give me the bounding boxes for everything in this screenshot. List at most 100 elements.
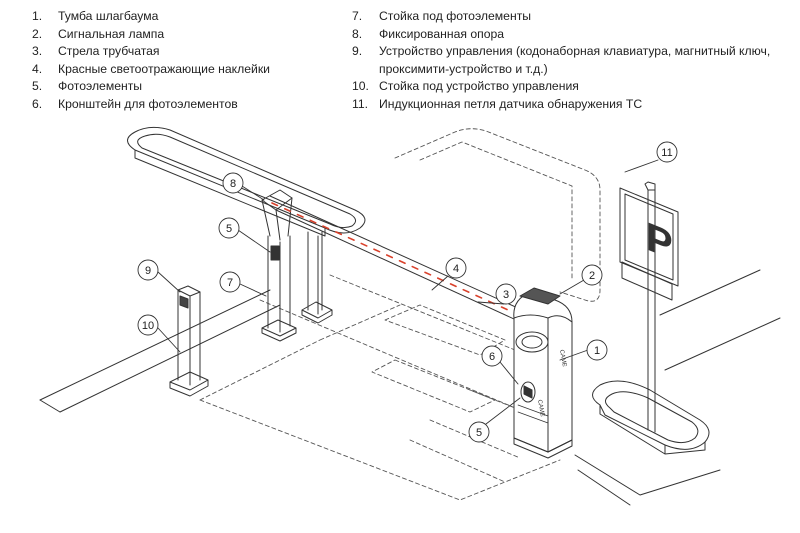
callout-circle-7 [219,271,241,293]
legend-item-8: 8.Фиксированная опора [352,26,505,41]
post-8-base [301,301,333,324]
curb-island [127,126,366,237]
callout-label-5-right: 5 [476,427,482,439]
sign-plate-outer [619,187,679,287]
leader-8 [241,185,265,201]
sign-subplate [621,261,673,301]
legend-item-4: 4.Красные светоотражающие наклейки [32,61,270,76]
sign-pole [647,189,656,433]
legend-right-column: 7.Стойка под фотоэлементы 8.Фиксированна… [352,8,792,114]
callout-circle-5-right [468,421,490,443]
leader-4 [431,275,449,291]
photocell-5-lens [523,385,533,399]
road-edge-left-2 [59,304,281,413]
callout-circle-4 [445,257,467,279]
barrier-cabinet: CAME CAME [513,287,573,459]
callout-label-1: 1 [594,345,600,357]
callout-circle-11 [656,141,678,163]
legend-left-column: 1.Тумба шлагбаума 2.Сигнальная лампа 3.С… [32,8,332,114]
callout-circle-2 [581,264,603,286]
curb-top [127,126,366,234]
curb-inner [137,133,356,229]
cabinet-base [513,437,573,459]
callout-label-11: 11 [661,147,672,159]
boom-hub [515,331,549,353]
leader-5-left [237,229,271,253]
callout-circle-9 [137,259,159,281]
callout-label-7: 7 [227,277,233,289]
leader-3 [477,301,505,305]
legend-item-9: 9.Устройство управления (кодонаборная кл… [352,44,771,76]
brand-label-top: CAME [558,349,567,367]
ground-details [409,389,526,483]
road-edges [39,269,781,506]
leader-6 [499,361,519,385]
callout-circle-8 [222,172,244,194]
fork-arms [261,197,293,241]
boom-hub-inner [521,335,543,349]
callout-circle-5-left [218,217,240,239]
sign-island-top [592,380,710,450]
legend-item-10: 10.Стойка под устройство управления [352,79,579,94]
callout-label-10: 10 [142,320,154,332]
road-edge-cap [39,399,61,413]
callout-circle-10 [137,314,159,336]
parking-sign: P [619,181,679,433]
sign-island-inner [605,391,699,444]
callout-label-3: 3 [503,289,509,301]
bracket-6 [517,404,549,424]
post-7-base [261,319,297,342]
callout-circle-1 [586,339,608,361]
callout-label-2: 2 [589,270,595,282]
legend-item-6: 6.Кронштейн для фотоэлементов [32,96,238,111]
loop-front [371,359,496,413]
control-post-base [169,371,209,397]
callout-label-9: 9 [145,265,151,277]
road-edge-left [39,289,271,401]
legend-item-1: 1.Тумба шлагбаума [32,9,159,23]
leader-10 [157,327,181,353]
reflector-stickers-4 [271,202,540,325]
loop-inner [419,141,573,281]
lane-outline [199,304,561,501]
sign-pole-cap [644,181,656,191]
legend-item-5: 5.Фотоэлементы [32,79,143,94]
legend-item-7: 7.Стойка под фотоэлементы [352,9,532,23]
leader-9 [157,271,181,293]
leader-2 [559,279,585,295]
callouts: 1 2 3 4 5 6 7 8 9 10 [137,141,678,443]
control-post-body [177,289,201,386]
lane-lines [259,274,521,411]
parking-p-letter: P [646,212,673,268]
legend-item-3: 3.Стрела трубчатая [32,44,160,59]
boom-arm [269,195,541,331]
sign-island [592,380,710,455]
callout-label-6: 6 [489,351,495,363]
leader-1 [559,349,589,361]
photocell-5-left [270,245,280,261]
legend-item-11: 11.Индукционная петля датчика обнаружени… [352,96,643,111]
sign-plate-inner [624,193,674,281]
callout-label-8: 8 [230,178,236,190]
post-7-body [267,235,291,333]
post-8-body [307,231,323,315]
control-post [169,285,209,397]
road-edge-bottom [574,454,721,506]
road-edge-right [659,269,781,371]
sign-island-side [599,404,706,455]
callout-circle-3 [495,283,517,305]
callout-label-5-left: 5 [226,223,232,235]
leader-7 [239,283,267,297]
ground-outlines [199,128,601,501]
photocell-5-right [520,381,536,403]
leader-5-right [485,397,521,425]
signal-lamp-2 [519,287,561,305]
loop-small [384,304,506,356]
callout-circle-6 [481,345,503,367]
brand-label-front: CAME [536,399,545,417]
keypad-9 [179,295,189,309]
loop-upper-right [394,128,601,302]
leader-11 [624,159,659,173]
boom-edges [269,195,541,331]
